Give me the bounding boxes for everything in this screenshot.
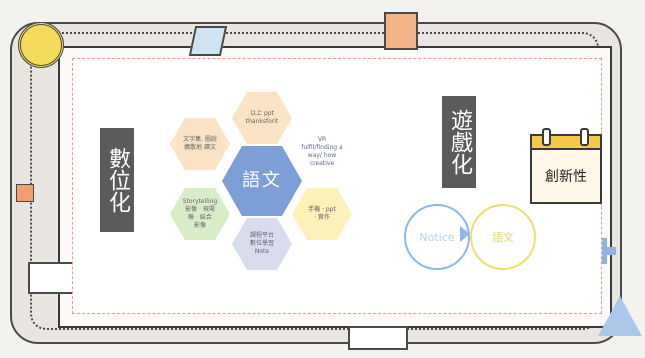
left-title-text: 數位化 <box>105 147 130 213</box>
side-note: VR fulfil/finding a way/ how creative <box>292 128 352 168</box>
yellow-circle-decoration <box>18 22 64 68</box>
hexagon-bottom: 課程平台 數位學習 Note <box>232 218 292 270</box>
calendar-card: 創新性 <box>530 128 602 204</box>
white-arrow-decoration <box>348 326 408 350</box>
right-vertical-title: 遊戲化 <box>442 96 476 188</box>
hexagon-bottom-left: Storytelling 影像 · 現場 聯 · 結合 影像 <box>170 188 230 240</box>
hexagon-top-label: 以上 ppt thanksforit <box>245 110 279 125</box>
circle-right: 語文 <box>470 204 536 270</box>
orange-prism-decoration <box>384 12 418 50</box>
hexagon-bottom-label: 課程平台 數位學習 Note <box>249 232 274 255</box>
blue-triangle-decoration <box>598 296 642 336</box>
hexagon-bottom-left-label: Storytelling 影像 · 現場 聯 · 結合 影像 <box>182 198 218 229</box>
calendar-ring-left <box>542 128 551 146</box>
circle-right-label: 語文 <box>492 231 514 244</box>
right-title-text: 遊戲化 <box>447 109 472 175</box>
blue-cube-decoration <box>188 26 228 56</box>
white-block-decoration <box>28 262 76 294</box>
side-note-text: VR fulfil/finding a way/ how creative <box>301 136 343 167</box>
left-vertical-title: 數位化 <box>100 128 134 232</box>
calendar-label: 創新性 <box>545 169 587 185</box>
hexagon-top-left-label: 文字集, 圖說 擴散地 讀文 <box>183 136 217 151</box>
hexagon-right: 手機 · ppt · 實作 <box>292 188 352 240</box>
hexagon-center-label: 語文 <box>242 170 282 191</box>
hexagon-right-label: 手機 · ppt · 實作 <box>308 206 336 221</box>
circle-left-label: Notice <box>419 230 455 244</box>
calendar-ring-right <box>580 128 589 146</box>
orange-square-decoration <box>16 184 34 202</box>
slide-canvas <box>72 58 602 314</box>
circle-pointer <box>460 226 470 242</box>
